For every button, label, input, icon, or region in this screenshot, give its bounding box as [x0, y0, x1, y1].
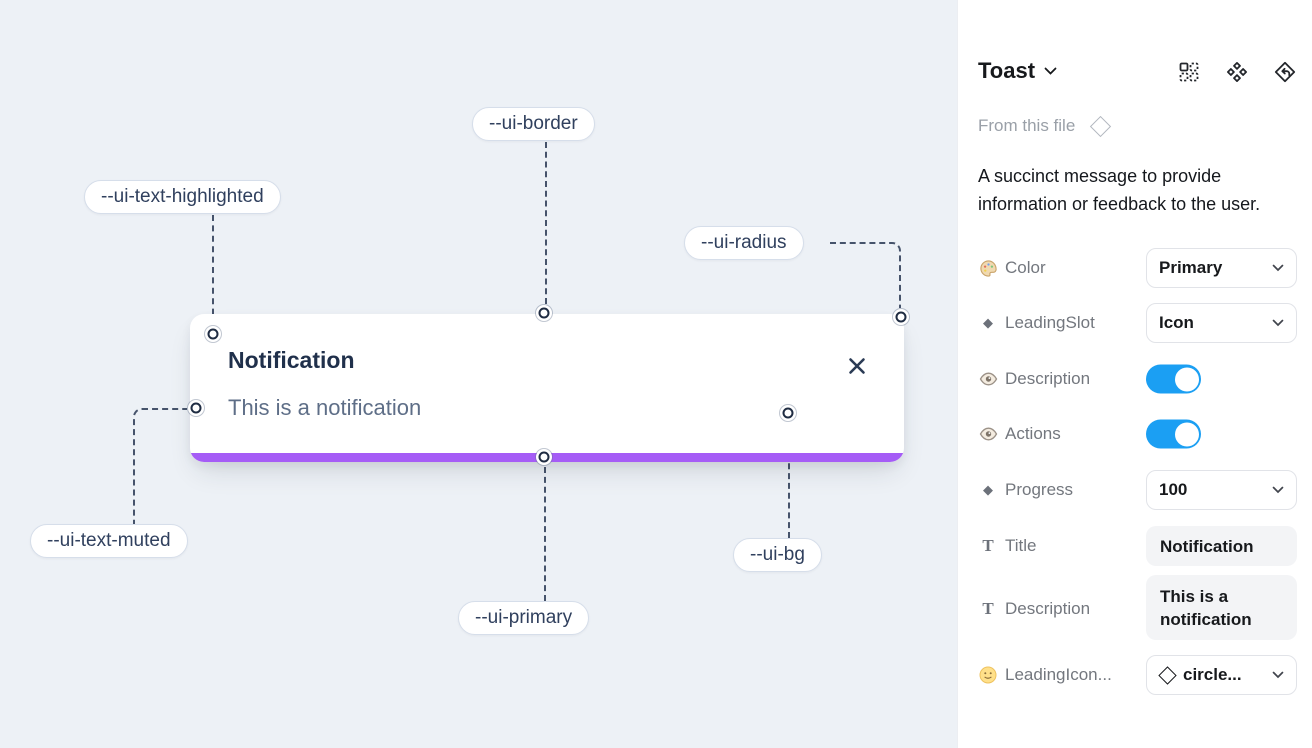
prop-row-color: Color Primary: [978, 248, 1298, 288]
prop-label-leadingicon: LeadingIcon...: [978, 655, 1112, 695]
prop-label-description-text: T Description: [978, 575, 1090, 642]
component-description: A succinct message to provide informatio…: [978, 166, 1261, 214]
progress-select-value: 100: [1159, 480, 1188, 499]
component-diamonds-icon[interactable]: [1225, 60, 1249, 84]
prop-label-title: T Title: [978, 526, 1037, 566]
prop-name: Title: [1005, 536, 1037, 555]
connector-ui-border: [545, 142, 547, 304]
color-select[interactable]: Primary: [1146, 248, 1297, 288]
connector-ui-text-muted: [133, 408, 187, 524]
connector-ui-primary: [544, 467, 546, 601]
prop-label-leadingslot: ◆ LeadingSlot: [978, 303, 1095, 343]
prop-row-description-text: T Description This is a notification: [978, 575, 1298, 642]
prop-label-description: Description: [978, 359, 1090, 399]
component-title-dropdown[interactable]: Toast: [978, 58, 1057, 84]
anchor-ui-text-muted: [190, 402, 202, 414]
annotation-pill-ui-text-muted: --ui-text-muted: [30, 524, 188, 558]
toggle-knob: [1174, 367, 1199, 391]
chevron-down-icon: [1272, 319, 1284, 327]
leadingslot-select[interactable]: Icon: [1146, 303, 1297, 343]
annotation-pill-ui-border: --ui-border: [472, 107, 595, 141]
prop-label-progress: ◆ Progress: [978, 470, 1073, 510]
prop-name: Description: [1005, 598, 1091, 618]
diamond-icon: [1090, 115, 1112, 137]
instance-diamond-icon: [1158, 665, 1177, 685]
eye-icon: [978, 427, 998, 441]
prop-label-actions: Actions: [978, 414, 1061, 454]
prop-row-leadingicon: LeadingIcon... circle...: [978, 655, 1298, 695]
annotation-pill-ui-bg: --ui-bg: [733, 538, 822, 572]
anchor-ui-bg: [782, 407, 794, 419]
actions-toggle[interactable]: [1146, 419, 1201, 449]
toggle-knob: [1174, 422, 1199, 446]
annotation-pill-ui-primary: --ui-primary: [458, 601, 590, 635]
go-to-main-component-icon[interactable]: [1273, 60, 1297, 84]
chevron-down-icon: [1272, 486, 1284, 494]
prop-name: Actions: [1005, 424, 1061, 443]
source-row: From this file: [978, 115, 1112, 137]
prop-label-color: Color: [978, 248, 1046, 288]
connector-ui-text-highlighted: [212, 215, 214, 325]
prop-name: Description: [1005, 369, 1091, 388]
leadingicon-select-value: circle...: [1183, 665, 1242, 684]
variant-diamond-icon: ◆: [983, 315, 993, 330]
description-input[interactable]: This is a notification: [1146, 575, 1297, 640]
text-prop-icon: T: [982, 536, 994, 555]
prop-name: LeadingSlot: [1005, 313, 1095, 332]
variant-diamond-icon: ◆: [983, 482, 993, 497]
chevron-down-icon: [1272, 671, 1284, 679]
component-title: Toast: [978, 58, 1036, 83]
connector-ui-bg: [788, 424, 790, 538]
prop-row-actions-toggle: Actions: [978, 414, 1298, 454]
properties-panel: Toast From th: [957, 0, 1312, 748]
leadingslot-select-value: Icon: [1159, 313, 1194, 332]
chevron-down-icon: [1272, 264, 1284, 272]
close-icon[interactable]: [846, 355, 868, 377]
color-select-value: Primary: [1159, 258, 1223, 277]
prop-row-title: T Title Notification: [978, 526, 1298, 566]
anchor-ui-border: [538, 307, 550, 319]
prop-name: Color: [1005, 258, 1046, 277]
prop-name: LeadingIcon...: [1005, 665, 1112, 684]
leadingicon-select[interactable]: circle...: [1146, 655, 1297, 695]
prop-row-description-toggle: Description: [978, 359, 1298, 399]
toast-description: This is a notification: [228, 395, 422, 420]
title-input[interactable]: Notification: [1146, 526, 1297, 566]
instance-grid-icon[interactable]: [1177, 60, 1201, 84]
connector-ui-radius: [830, 242, 901, 308]
anchor-ui-text-highlighted: [207, 328, 219, 340]
canvas: Notification This is a notification --ui…: [0, 0, 957, 748]
source-label: From this file: [978, 116, 1076, 135]
palette-icon: [978, 259, 998, 278]
prop-row-leadingslot: ◆ LeadingSlot Icon: [978, 303, 1298, 343]
annotation-pill-ui-text-highlighted: --ui-text-highlighted: [84, 180, 281, 214]
toast-title: Notification: [228, 347, 355, 373]
anchor-ui-radius: [895, 311, 907, 323]
anchor-ui-primary: [538, 451, 550, 463]
annotation-pill-ui-radius: --ui-radius: [684, 226, 804, 260]
toast-component-preview: Notification This is a notification: [190, 314, 904, 462]
chevron-down-icon: [1044, 67, 1057, 75]
prop-row-progress: ◆ Progress 100: [978, 470, 1298, 510]
prop-name: Progress: [1005, 480, 1074, 499]
smiley-icon: [978, 666, 998, 684]
eye-icon: [978, 372, 998, 386]
description-toggle[interactable]: [1146, 364, 1201, 394]
text-prop-icon: T: [982, 598, 994, 618]
progress-select[interactable]: 100: [1146, 470, 1297, 510]
